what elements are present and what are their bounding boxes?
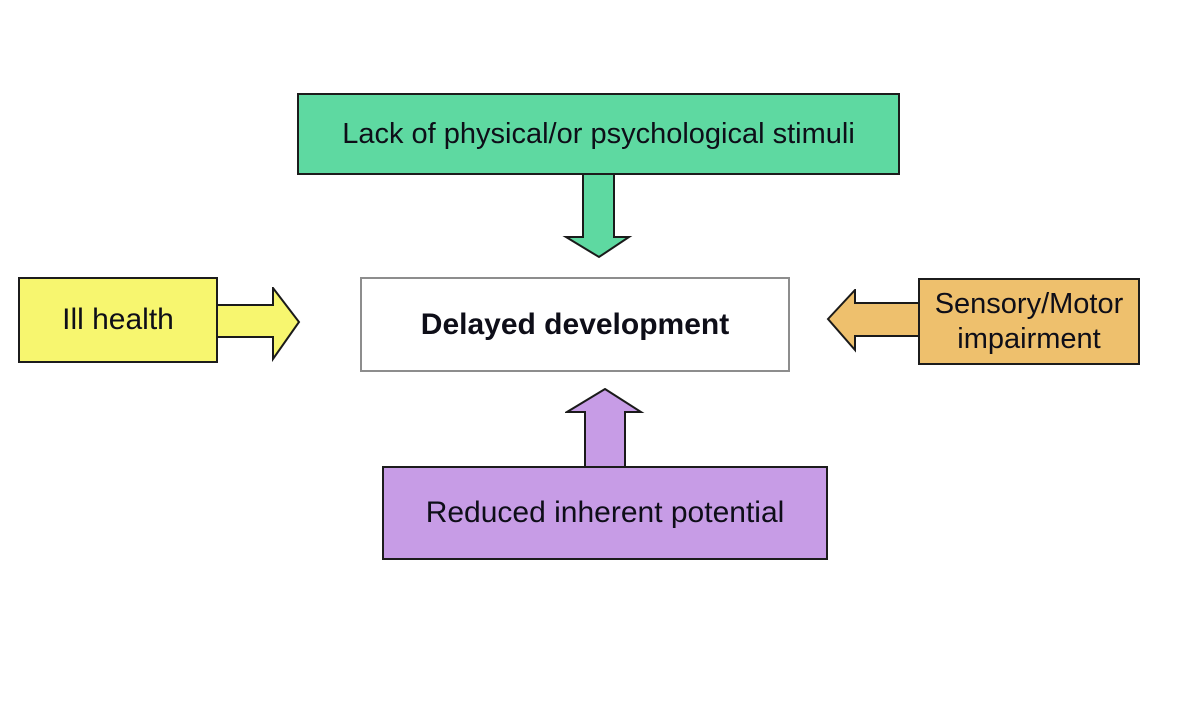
cause-label-stimuli: Lack of physical/or psychological stimul… <box>342 117 855 150</box>
cause-box-reduced-potential: Reduced inherent potential <box>382 466 828 560</box>
cause-label-sensory-motor: Sensory/Motor impairment <box>934 288 1124 355</box>
cause-label-reduced-potential: Reduced inherent potential <box>425 496 785 530</box>
cause-label-ill-health: Ill health <box>62 303 174 337</box>
left-arrow-icon <box>826 289 922 353</box>
effect-box-delayed-development: Delayed development <box>360 277 790 372</box>
effect-label: Delayed development <box>420 307 730 341</box>
cause-box-ill-health: Ill health <box>18 277 218 363</box>
cause-box-stimuli: Lack of physical/or psychological stimul… <box>297 93 900 175</box>
up-arrow-icon <box>565 388 647 468</box>
right-arrow-icon <box>216 287 304 363</box>
cause-box-sensory-motor: Sensory/Motor impairment <box>918 278 1140 365</box>
down-arrow-icon <box>558 173 638 261</box>
